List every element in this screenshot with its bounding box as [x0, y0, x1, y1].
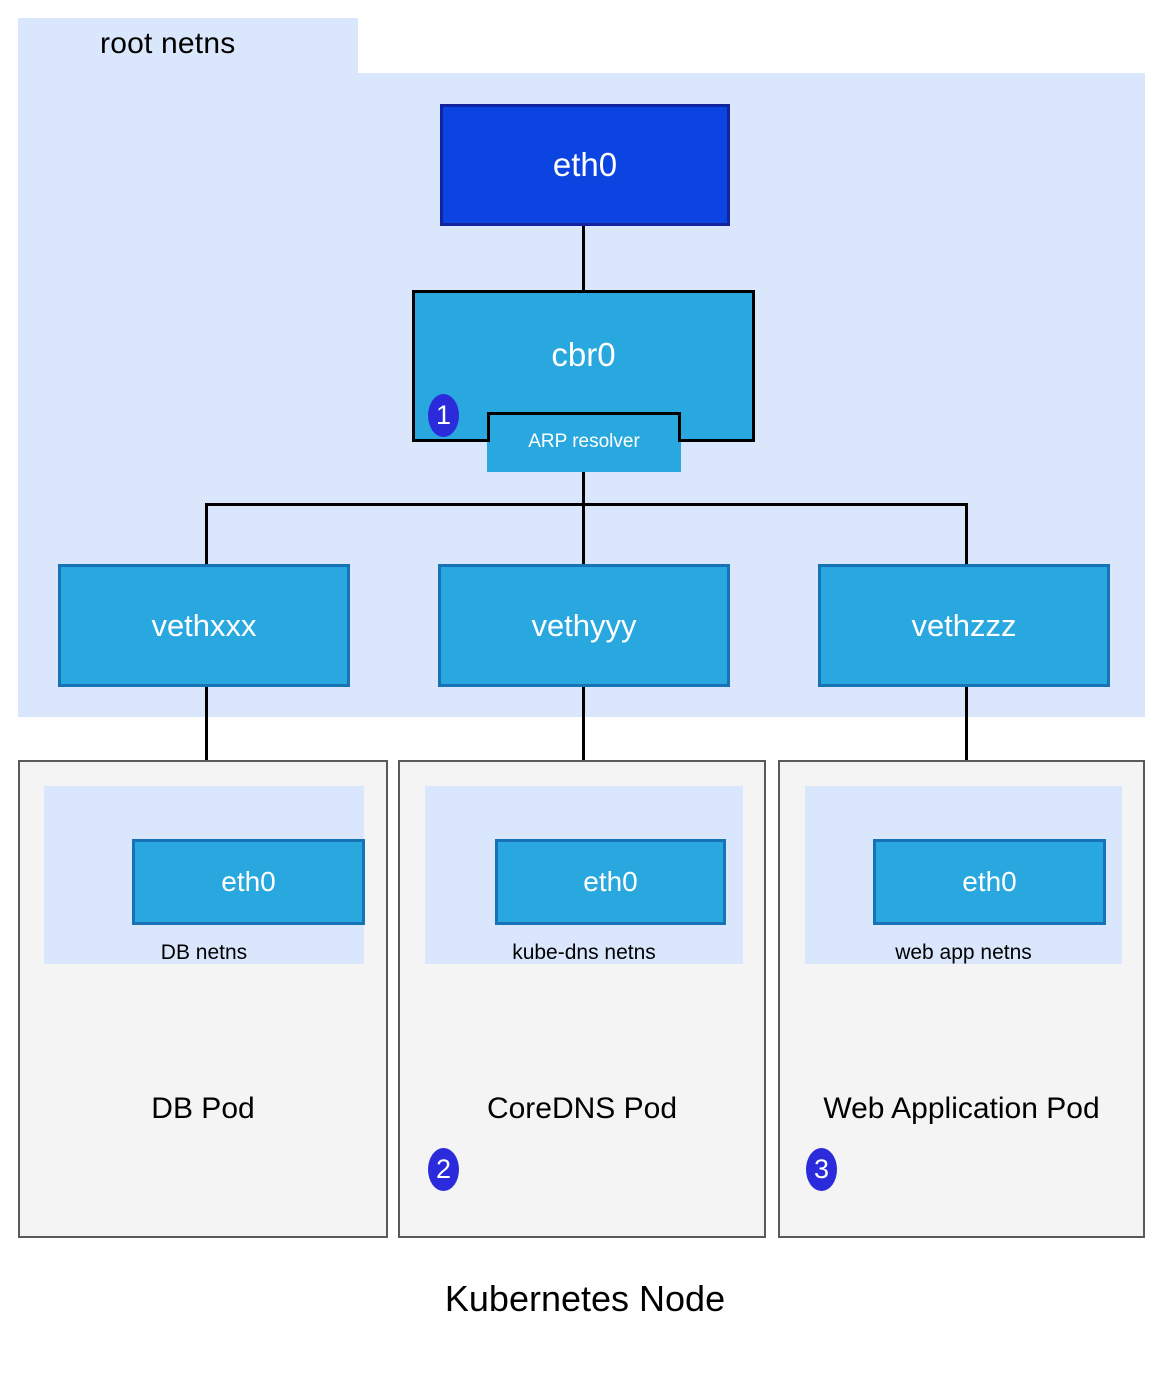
step-badge-3: 3 [806, 1148, 837, 1191]
veth-box-vethzzz: vethzzz [818, 564, 1110, 687]
cbr0-edge-right [752, 290, 755, 442]
arp-resolver-edge-right [678, 412, 681, 442]
step-badge-2: 2 [428, 1148, 459, 1191]
pod-netns-label-coredns: kube-dns netns [512, 941, 656, 964]
pod-eth0-box-db: eth0 [132, 839, 365, 925]
connector-vethyyy-to-dns-eth0 [582, 687, 585, 815]
step-badge-1: 1 [428, 394, 459, 437]
connector-vethxxx-to-db-eth0 [205, 687, 208, 815]
cbr0-bridge-label-wrap: cbr0 [412, 290, 755, 420]
cbr0-edge-bottom-left [412, 439, 490, 442]
cbr0-edge-top [412, 290, 755, 293]
pod-netns-label-db: DB netns [160, 941, 248, 964]
host-eth0-label: eth0 [552, 146, 618, 183]
connector-arp-to-bus [582, 472, 585, 506]
connector-bus-horizontal [205, 503, 968, 506]
pod-netns-region-db: eth0 DB netns [44, 786, 365, 964]
cbr0-edge-bottom-right [678, 439, 755, 442]
root-netns-label: root netns [100, 27, 236, 60]
pod-container-db: eth0 DB netns DB Pod [18, 760, 388, 1238]
pod-netns-label-webapp: web app netns [895, 941, 1032, 964]
arp-resolver-edge-left [487, 412, 490, 442]
connector-vethzzz-to-web-eth0 [965, 687, 968, 815]
cbr0-bridge-label: cbr0 [551, 336, 616, 373]
veth-label-vethxxx: vethxxx [151, 607, 257, 643]
connector-eth0-to-cbr0 [582, 226, 585, 290]
pod-title-coredns: CoreDNS Pod [486, 1092, 678, 1125]
connector-bus-to-vethxxx [205, 503, 208, 566]
arp-resolver-box: ARP resolver [487, 412, 681, 472]
diagram-title: Kubernetes Node [444, 1278, 726, 1319]
veth-box-vethxxx: vethxxx [58, 564, 350, 687]
pod-container-coredns: eth0 kube-dns netns CoreDNS Pod [398, 760, 766, 1238]
connector-bus-to-vethyyy [582, 503, 585, 566]
pod-container-webapp: eth0 web app netns Web Application Pod [778, 760, 1145, 1238]
cbr0-edge-left [412, 290, 415, 442]
veth-label-vethyyy: vethyyy [531, 607, 637, 643]
pod-eth0-label-webapp: eth0 [962, 866, 1017, 897]
arp-resolver-edge-top [487, 412, 681, 415]
arp-resolver-label: ARP resolver [528, 431, 640, 452]
pod-eth0-box-webapp: eth0 [873, 839, 1106, 925]
pod-netns-region-webapp: eth0 web app netns [805, 786, 1122, 964]
connector-bus-to-vethzzz [965, 503, 968, 566]
pod-title-db: DB Pod [151, 1092, 255, 1125]
veth-box-vethyyy: vethyyy [438, 564, 730, 687]
root-netns-region-top [18, 18, 358, 74]
host-eth0-box: eth0 [440, 104, 730, 226]
pod-netns-region-coredns: eth0 kube-dns netns [425, 786, 743, 964]
veth-label-vethzzz: vethzzz [911, 607, 1017, 643]
pod-eth0-label-coredns: eth0 [583, 866, 638, 897]
pod-title-webapp: Web Application Pod [823, 1092, 1100, 1125]
pod-eth0-box-coredns: eth0 [495, 839, 726, 925]
pod-eth0-label-db: eth0 [221, 866, 276, 897]
